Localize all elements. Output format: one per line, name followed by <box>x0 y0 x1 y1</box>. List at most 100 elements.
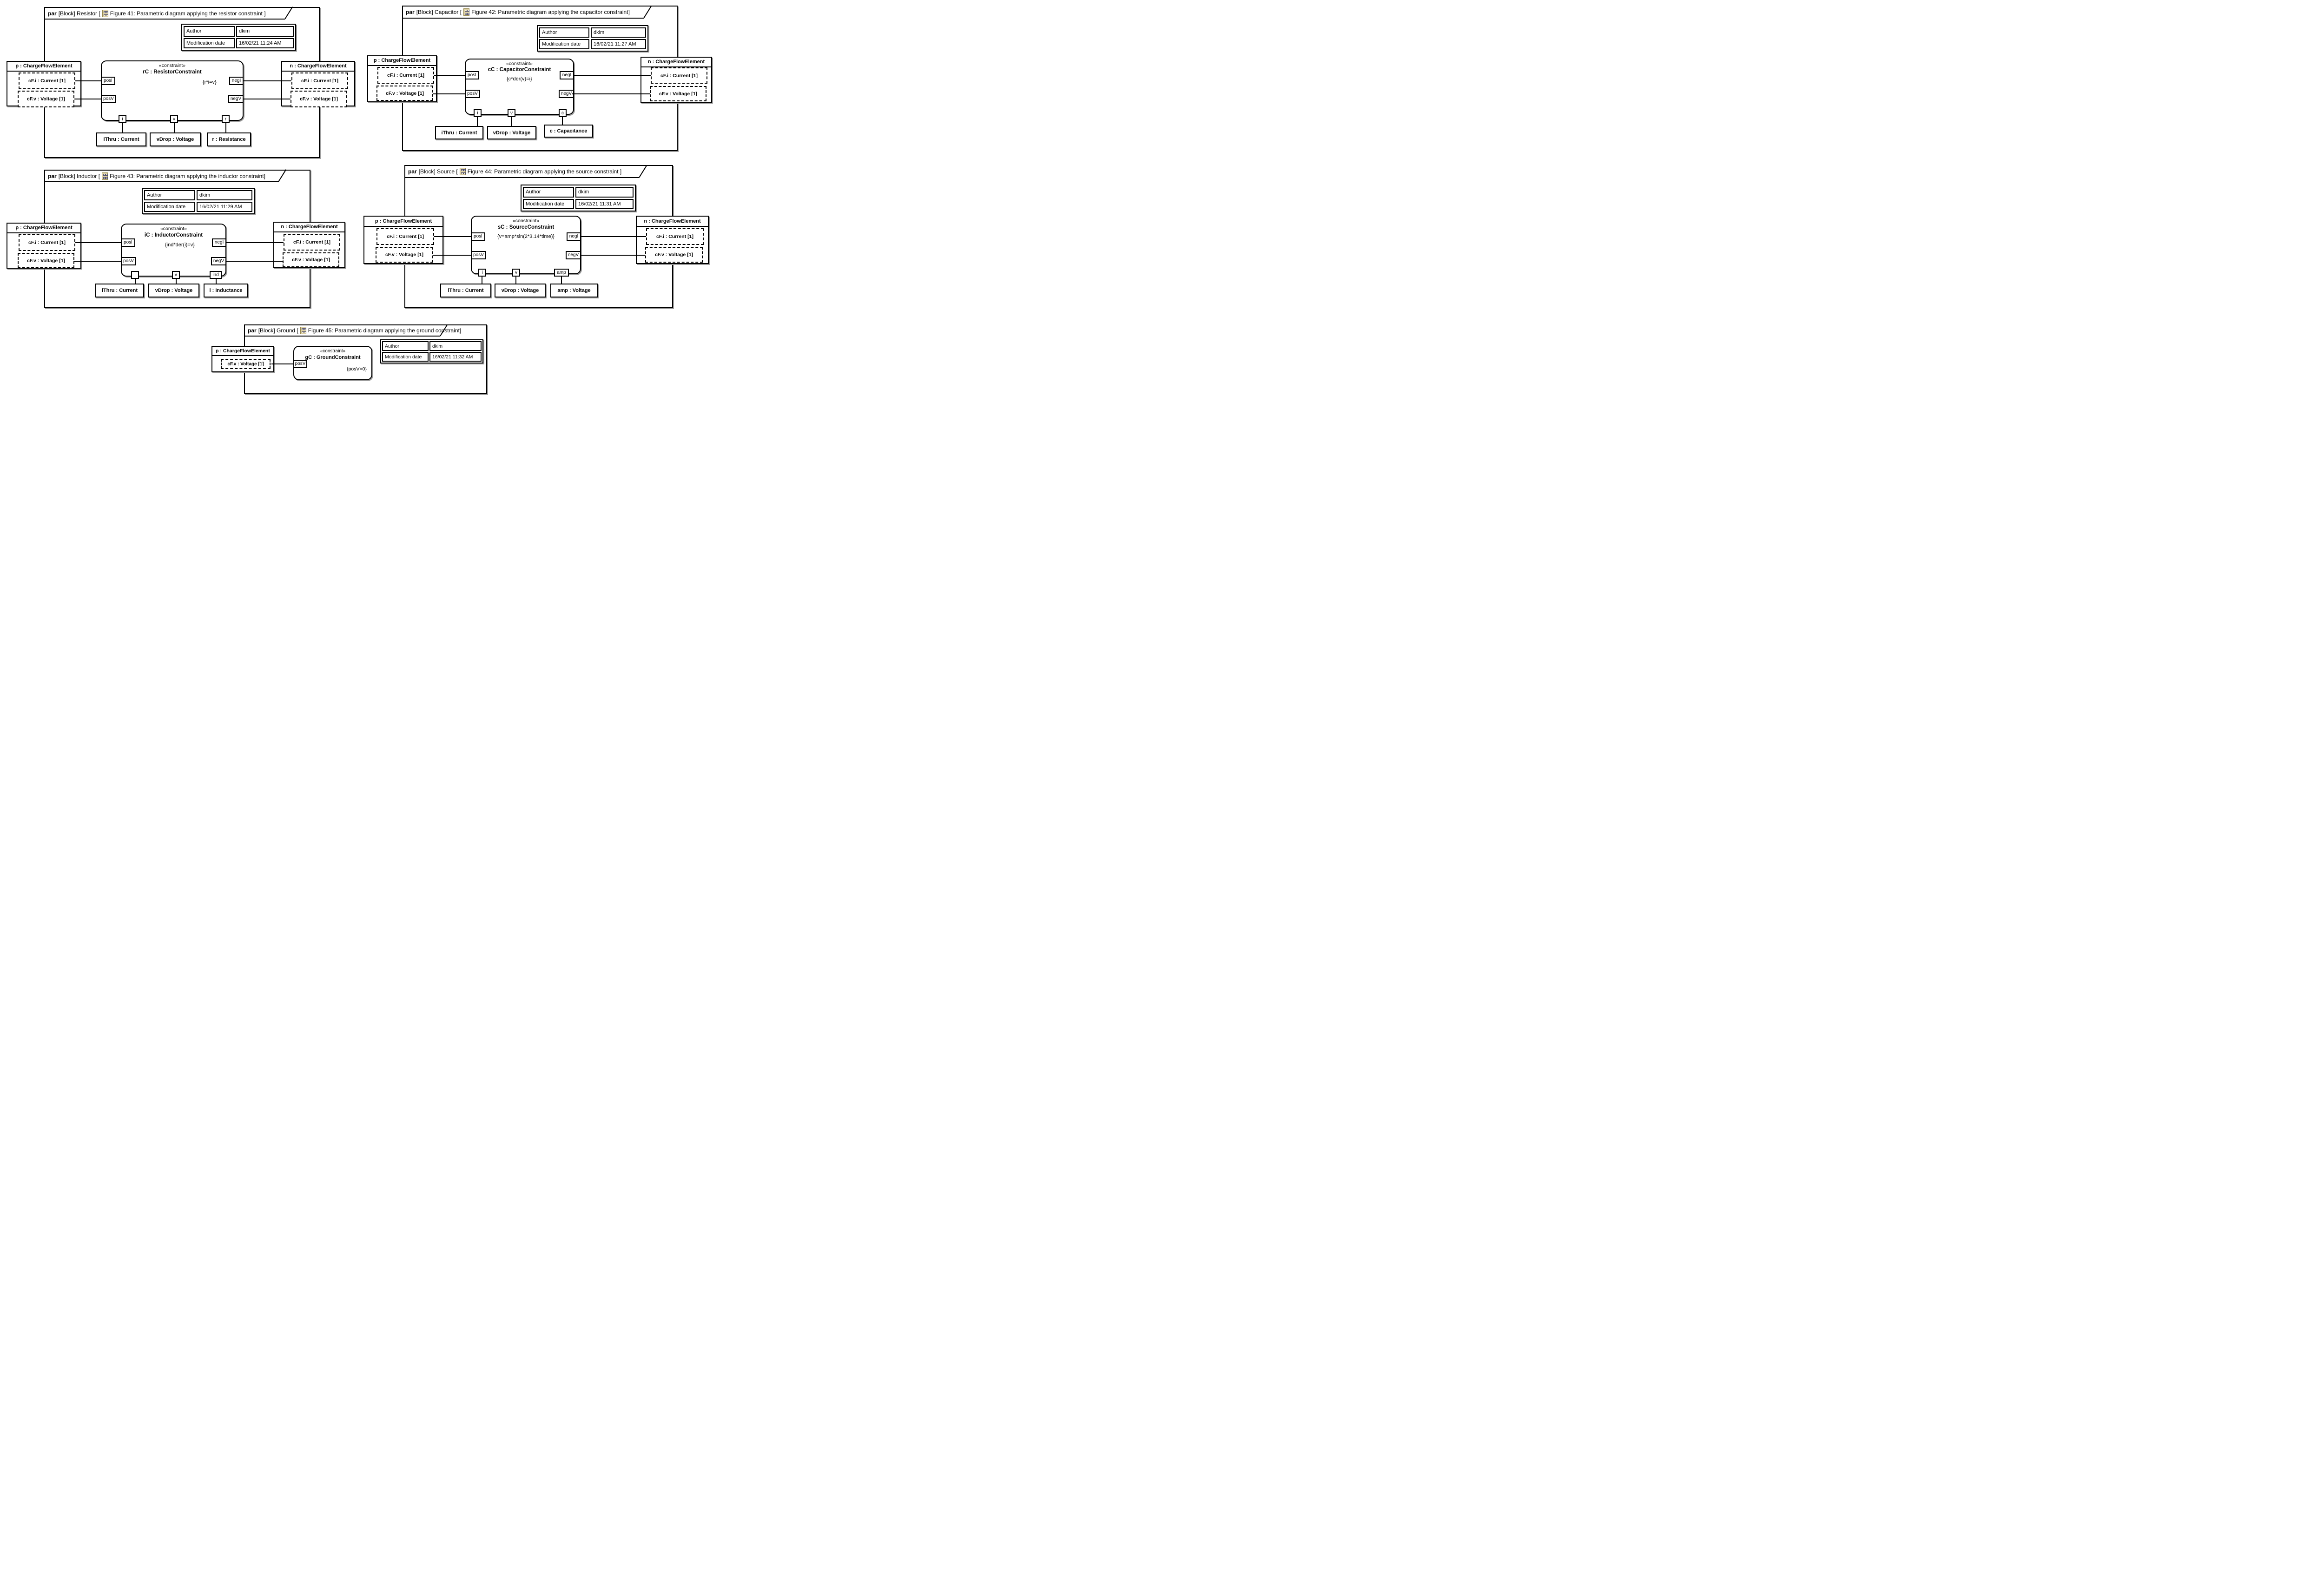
value-ithru[interactable]: iThru : Current <box>96 132 146 146</box>
binding-connector[interactable] <box>434 236 471 237</box>
port-c[interactable]: c <box>559 109 567 117</box>
port-amp[interactable]: amp <box>554 269 569 277</box>
binding-connector[interactable] <box>122 123 123 132</box>
prop-cf-v[interactable]: cF.v : Voltage [1] <box>290 91 347 107</box>
value-ithru[interactable]: iThru : Current <box>435 126 483 139</box>
prop-cf-v[interactable]: cF.v : Voltage [1] <box>650 86 706 101</box>
binding-connector[interactable] <box>477 117 478 126</box>
port-negV[interactable]: negV <box>211 257 226 265</box>
constraint-inductor[interactable]: «constraint» iC : InductorConstraint {in… <box>121 224 226 279</box>
part-n-chargeflowelement[interactable]: n : ChargeFlowElement cF.i : Current [1]… <box>273 222 345 268</box>
port-posI[interactable]: posI <box>121 238 135 247</box>
port-negV[interactable]: negV <box>228 95 244 103</box>
constraint-ground[interactable]: «constraint» gC : GroundConstraint {posV… <box>293 346 372 380</box>
constraint-source[interactable]: «constraint» sC : SourceConstraint {v=am… <box>471 216 581 277</box>
binding-connector[interactable] <box>515 277 516 284</box>
port-negI[interactable]: negI <box>567 232 581 241</box>
binding-connector[interactable] <box>135 279 136 284</box>
binding-connector[interactable] <box>225 123 226 132</box>
binding-connector[interactable] <box>561 277 562 284</box>
port-negV[interactable]: negV <box>566 251 581 259</box>
binding-connector[interactable] <box>75 242 121 243</box>
author-table[interactable]: Author dkim Modification date 16/02/21 1… <box>181 24 296 51</box>
value-r[interactable]: r : Resistance <box>207 132 251 146</box>
value-vdrop[interactable]: vDrop : Voltage <box>148 284 199 297</box>
binding-connector[interactable] <box>572 93 650 94</box>
binding-connector[interactable] <box>75 80 101 81</box>
prop-cf-i[interactable]: cF.i : Current [1] <box>284 234 340 251</box>
part-n-chargeflowelement[interactable]: n : ChargeFlowElement cF.i : Current [1]… <box>640 57 712 103</box>
prop-cf-i[interactable]: cF.i : Current [1] <box>19 234 75 251</box>
value-vdrop[interactable]: vDrop : Voltage <box>495 284 546 297</box>
prop-cf-v[interactable]: cF.v : Voltage [1] <box>376 86 433 101</box>
port-negI[interactable]: negI <box>560 71 574 79</box>
port-ind[interactable]: ind <box>210 271 222 279</box>
prop-cf-i[interactable]: cF.i : Current [1] <box>651 67 707 84</box>
port-v[interactable]: v <box>512 269 520 277</box>
author-table[interactable]: Author dkim Modification date 16/02/21 1… <box>142 188 255 214</box>
port-i[interactable]: i <box>119 115 126 123</box>
port-negI[interactable]: negI <box>212 238 226 247</box>
binding-connector[interactable] <box>580 236 646 237</box>
part-p-chargeflowelement[interactable]: p : ChargeFlowElement cF.i : Current [1]… <box>7 61 81 107</box>
port-posI[interactable]: posI <box>101 77 115 85</box>
port-i[interactable]: i <box>131 271 139 279</box>
port-v[interactable]: v <box>508 109 515 117</box>
value-c[interactable]: c : Capacitance <box>544 125 593 138</box>
value-vdrop[interactable]: vDrop : Voltage <box>487 126 536 139</box>
prop-cf-v[interactable]: cF.v : Voltage [1] <box>376 247 433 263</box>
author-table[interactable]: Author dkim Modification date 16/02/21 1… <box>537 25 648 52</box>
port-posV[interactable]: posV <box>471 251 486 259</box>
binding-connector[interactable] <box>174 123 175 132</box>
port-posV[interactable]: posV <box>101 95 116 103</box>
port-posV[interactable]: posV <box>121 257 136 265</box>
part-p-chargeflowelement[interactable]: p : ChargeFlowElement cF.v : Voltage [1] <box>211 346 274 372</box>
part-p-chargeflowelement[interactable]: p : ChargeFlowElement cF.i : Current [1]… <box>7 223 81 269</box>
value-ithru[interactable]: iThru : Current <box>95 284 144 297</box>
value-vdrop[interactable]: vDrop : Voltage <box>150 132 201 146</box>
binding-connector[interactable] <box>562 117 563 125</box>
port-negI[interactable]: negI <box>229 77 244 85</box>
binding-connector[interactable] <box>511 117 512 126</box>
constraint-resistor[interactable]: «constraint» rC : ResistorConstraint {r*… <box>101 60 244 123</box>
binding-connector[interactable] <box>225 261 283 262</box>
binding-connector[interactable] <box>176 279 177 284</box>
port-posI[interactable]: posI <box>471 232 485 241</box>
prop-cf-v[interactable]: cF.v : Voltage [1] <box>645 247 703 263</box>
binding-connector[interactable] <box>433 255 471 256</box>
prop-cf-i[interactable]: cF.i : Current [1] <box>377 67 434 84</box>
prop-cf-v[interactable]: cF.v : Voltage [1] <box>18 253 74 268</box>
prop-cf-v[interactable]: cF.v : Voltage [1] <box>283 252 339 267</box>
binding-connector[interactable] <box>433 93 465 94</box>
port-i[interactable]: i <box>474 109 482 117</box>
binding-connector[interactable] <box>573 75 651 76</box>
binding-connector[interactable] <box>216 279 217 284</box>
value-ithru[interactable]: iThru : Current <box>440 284 491 297</box>
value-amp[interactable]: amp : Voltage <box>550 284 598 297</box>
prop-cf-i[interactable]: cF.i : Current [1] <box>19 73 75 89</box>
constraint-capacitor[interactable]: «constraint» cC : CapacitorConstraint {c… <box>465 59 574 117</box>
part-p-chargeflowelement[interactable]: p : ChargeFlowElement cF.i : Current [1]… <box>367 55 437 102</box>
author-table[interactable]: Author dkim Modification date 16/02/21 1… <box>521 185 636 211</box>
part-n-chargeflowelement[interactable]: n : ChargeFlowElement cF.i : Current [1]… <box>636 216 709 264</box>
binding-connector[interactable] <box>74 261 121 262</box>
port-v[interactable]: v <box>172 271 180 279</box>
binding-connector[interactable] <box>244 80 291 81</box>
port-v[interactable]: v <box>170 115 178 123</box>
port-posI[interactable]: posI <box>465 71 479 79</box>
prop-cf-i[interactable]: cF.i : Current [1] <box>646 228 704 245</box>
binding-connector[interactable] <box>271 363 293 364</box>
prop-cf-v[interactable]: cF.v : Voltage [1] <box>221 359 271 369</box>
prop-cf-i[interactable]: cF.i : Current [1] <box>376 228 434 245</box>
part-p-chargeflowelement[interactable]: p : ChargeFlowElement cF.i : Current [1]… <box>363 216 443 264</box>
binding-connector[interactable] <box>580 255 645 256</box>
port-posV[interactable]: posV <box>293 360 307 368</box>
binding-connector[interactable] <box>434 75 465 76</box>
prop-cf-i[interactable]: cF.i : Current [1] <box>291 73 348 89</box>
value-i[interactable]: i : Inductance <box>204 284 248 297</box>
port-posV[interactable]: posV <box>465 90 480 98</box>
port-i[interactable]: i <box>478 269 486 277</box>
binding-connector[interactable] <box>225 242 284 243</box>
port-r[interactable]: r <box>222 115 230 123</box>
part-n-chargeflowelement[interactable]: n : ChargeFlowElement cF.i : Current [1]… <box>281 61 355 107</box>
